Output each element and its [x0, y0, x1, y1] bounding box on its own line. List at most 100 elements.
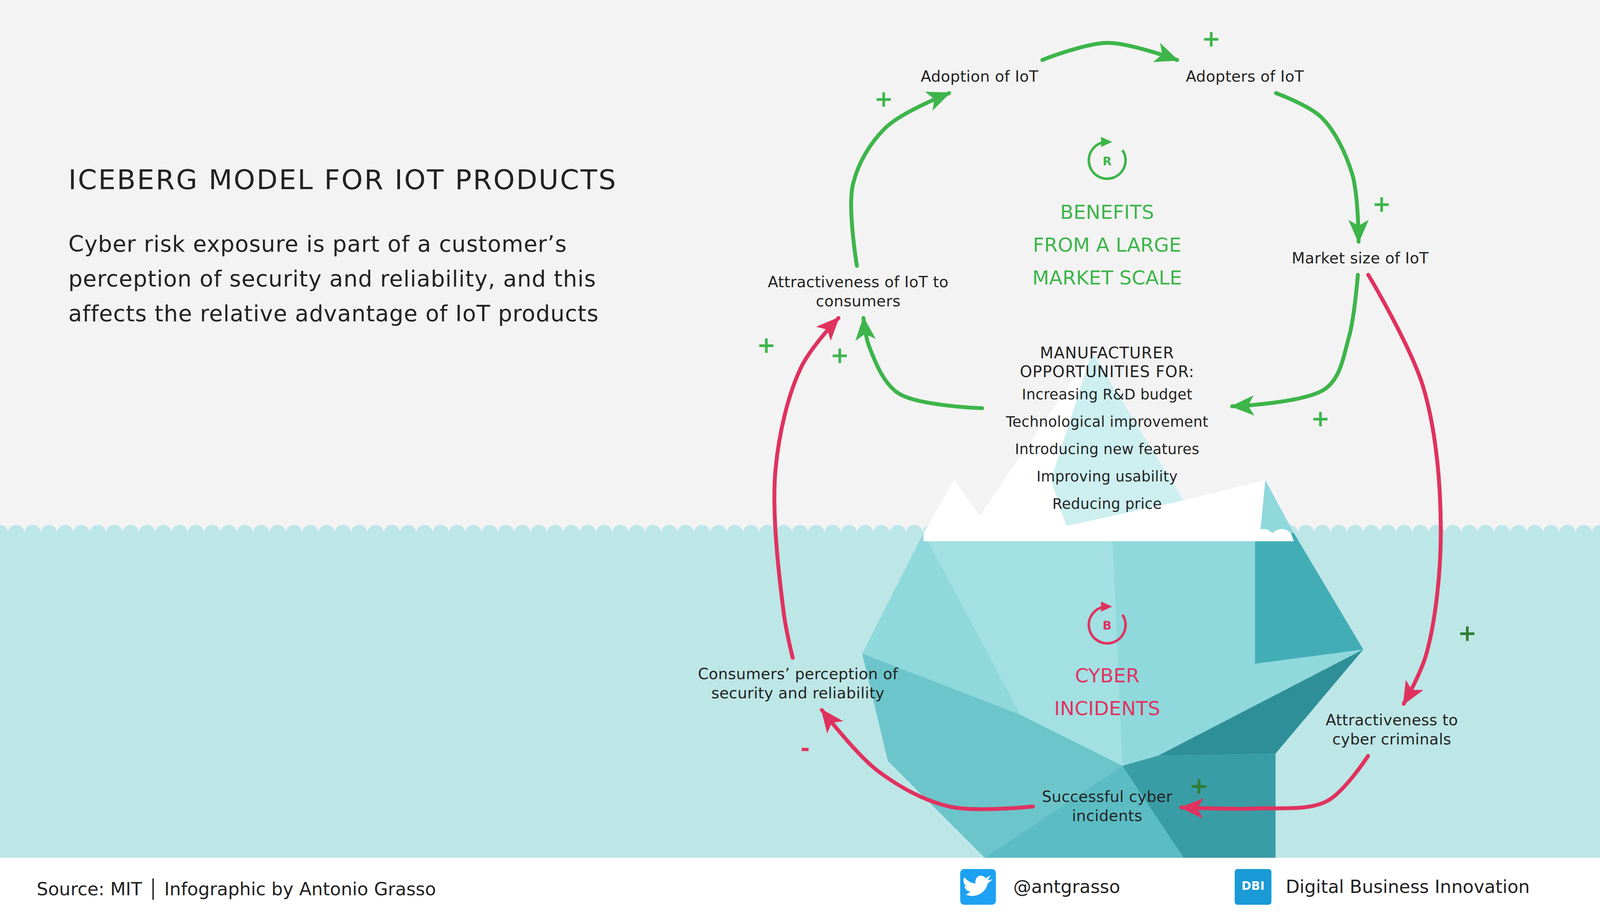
wave-bump	[57, 524, 74, 542]
node-label: Attractiveness to cyber criminals	[1308, 710, 1475, 749]
wave-bump	[285, 524, 302, 542]
wave-bump	[481, 524, 499, 542]
wave-bump	[1493, 524, 1511, 542]
loop-icon-head	[1101, 601, 1113, 612]
polarity-sign: +	[1201, 27, 1221, 50]
twitter-bird	[963, 874, 993, 896]
polarity-sign: +	[756, 333, 776, 357]
wave-bump	[24, 524, 42, 542]
loop-arrow	[863, 317, 983, 409]
wave-bump	[791, 524, 809, 542]
wave-bump	[1477, 524, 1495, 542]
loop-title: CYBER INCIDENTS	[1028, 658, 1186, 725]
node-label: Attractiveness of IoT to consumers	[763, 272, 953, 311]
loop-arrow	[1368, 274, 1442, 704]
diagram-caption: Cyber risk exposure is part of a custome…	[68, 226, 643, 331]
wave-bump	[351, 524, 368, 542]
wave-bump	[857, 524, 874, 542]
loop-arrow	[1181, 755, 1368, 809]
loop-arrow	[1232, 274, 1358, 407]
wave-bump	[1298, 524, 1315, 542]
logo-text: DBI	[1241, 878, 1265, 893]
polarity-sign: +	[1372, 192, 1392, 216]
wave-bump	[546, 524, 564, 542]
handle-text: @antgrasso	[1013, 875, 1121, 898]
wave-bump	[677, 524, 695, 542]
wave-bump	[269, 524, 286, 542]
wave-bump	[661, 524, 678, 542]
wave-bump	[318, 524, 335, 542]
wave-bump	[1412, 524, 1429, 542]
loop-arrow	[821, 709, 1033, 809]
wave-bump	[1526, 524, 1543, 542]
footer-bar	[0, 857, 1600, 916]
twitter-icon	[960, 868, 996, 905]
wave-bump	[693, 524, 711, 542]
loop-letter: R	[1102, 154, 1112, 169]
polarity-sign: +	[830, 343, 850, 367]
wave-bump	[0, 524, 9, 542]
source-note: Source: MIT │ Infographic by Antonio Gra…	[36, 878, 436, 900]
list-item: Improving usability	[989, 462, 1225, 491]
wave-bump	[106, 524, 123, 542]
wave-bump	[155, 524, 172, 542]
wave-bump	[596, 524, 613, 542]
wave-bump	[400, 524, 417, 542]
list-item: Increasing R&D budget	[989, 380, 1225, 409]
wave-bump	[1379, 524, 1397, 542]
node-label: Adoption of IoT	[904, 67, 1055, 87]
dbi-logo	[1234, 868, 1272, 905]
wave-bump	[1591, 524, 1600, 542]
wave-bump	[906, 524, 923, 542]
iceberg-facet	[1255, 532, 1364, 664]
polarity-sign: +	[1310, 407, 1331, 430]
wave-bump	[1363, 524, 1380, 542]
node-label: Adopters of IoT	[1169, 67, 1320, 87]
wave-bump	[383, 524, 400, 542]
loop-letter: B	[1102, 618, 1112, 633]
wave-bump	[775, 524, 792, 542]
water	[0, 532, 1600, 860]
polarity-sign: +	[874, 87, 894, 111]
brand-text: Digital Business Innovation	[1285, 875, 1530, 898]
wave-bump	[726, 524, 743, 542]
wave-bump	[220, 524, 237, 542]
reinforcing-loop-icon	[1088, 141, 1126, 179]
wave-bump	[628, 524, 645, 542]
wave-bump	[432, 524, 450, 542]
wave-bump	[73, 524, 90, 542]
wave-bump	[122, 524, 139, 542]
wave-bump	[367, 524, 384, 542]
variable-node: Successful cyber incidents	[1036, 783, 1178, 829]
wave-bump	[301, 524, 319, 542]
balancing-loop-icon	[1088, 606, 1126, 643]
list-item: Introducing new features	[989, 435, 1225, 463]
wave-bump	[579, 524, 597, 542]
loop-arrow	[1275, 92, 1359, 242]
wave-bump	[612, 524, 629, 542]
polarity-sign: -	[800, 736, 810, 760]
wave-bump	[824, 524, 842, 542]
wave-bump	[514, 524, 531, 542]
wave-bump	[840, 524, 858, 542]
wave-bump	[203, 524, 221, 542]
loop-arrow	[774, 317, 839, 658]
wave-bump	[416, 524, 433, 542]
loop-title: BENEFITS FROM A LARGE MARKET SCALE	[1030, 195, 1184, 295]
list-item: Reducing price	[989, 490, 1225, 518]
wave-bump	[644, 524, 662, 542]
wave-bump	[8, 524, 25, 542]
polarity-sign: +	[1457, 621, 1477, 645]
wave-bump	[40, 524, 58, 542]
opportunities-box: MANUFACTURER OPPORTUNITIES FOR:Increasin…	[985, 340, 1229, 521]
wave-bump	[1396, 524, 1413, 542]
wave-bump	[187, 524, 205, 542]
wave-bump	[1461, 524, 1478, 542]
wave-bump	[759, 524, 776, 542]
iceberg-facet	[1122, 753, 1276, 858]
wave-bump	[1575, 524, 1592, 542]
wave-bump	[1444, 524, 1462, 542]
wave-bump	[710, 524, 727, 542]
